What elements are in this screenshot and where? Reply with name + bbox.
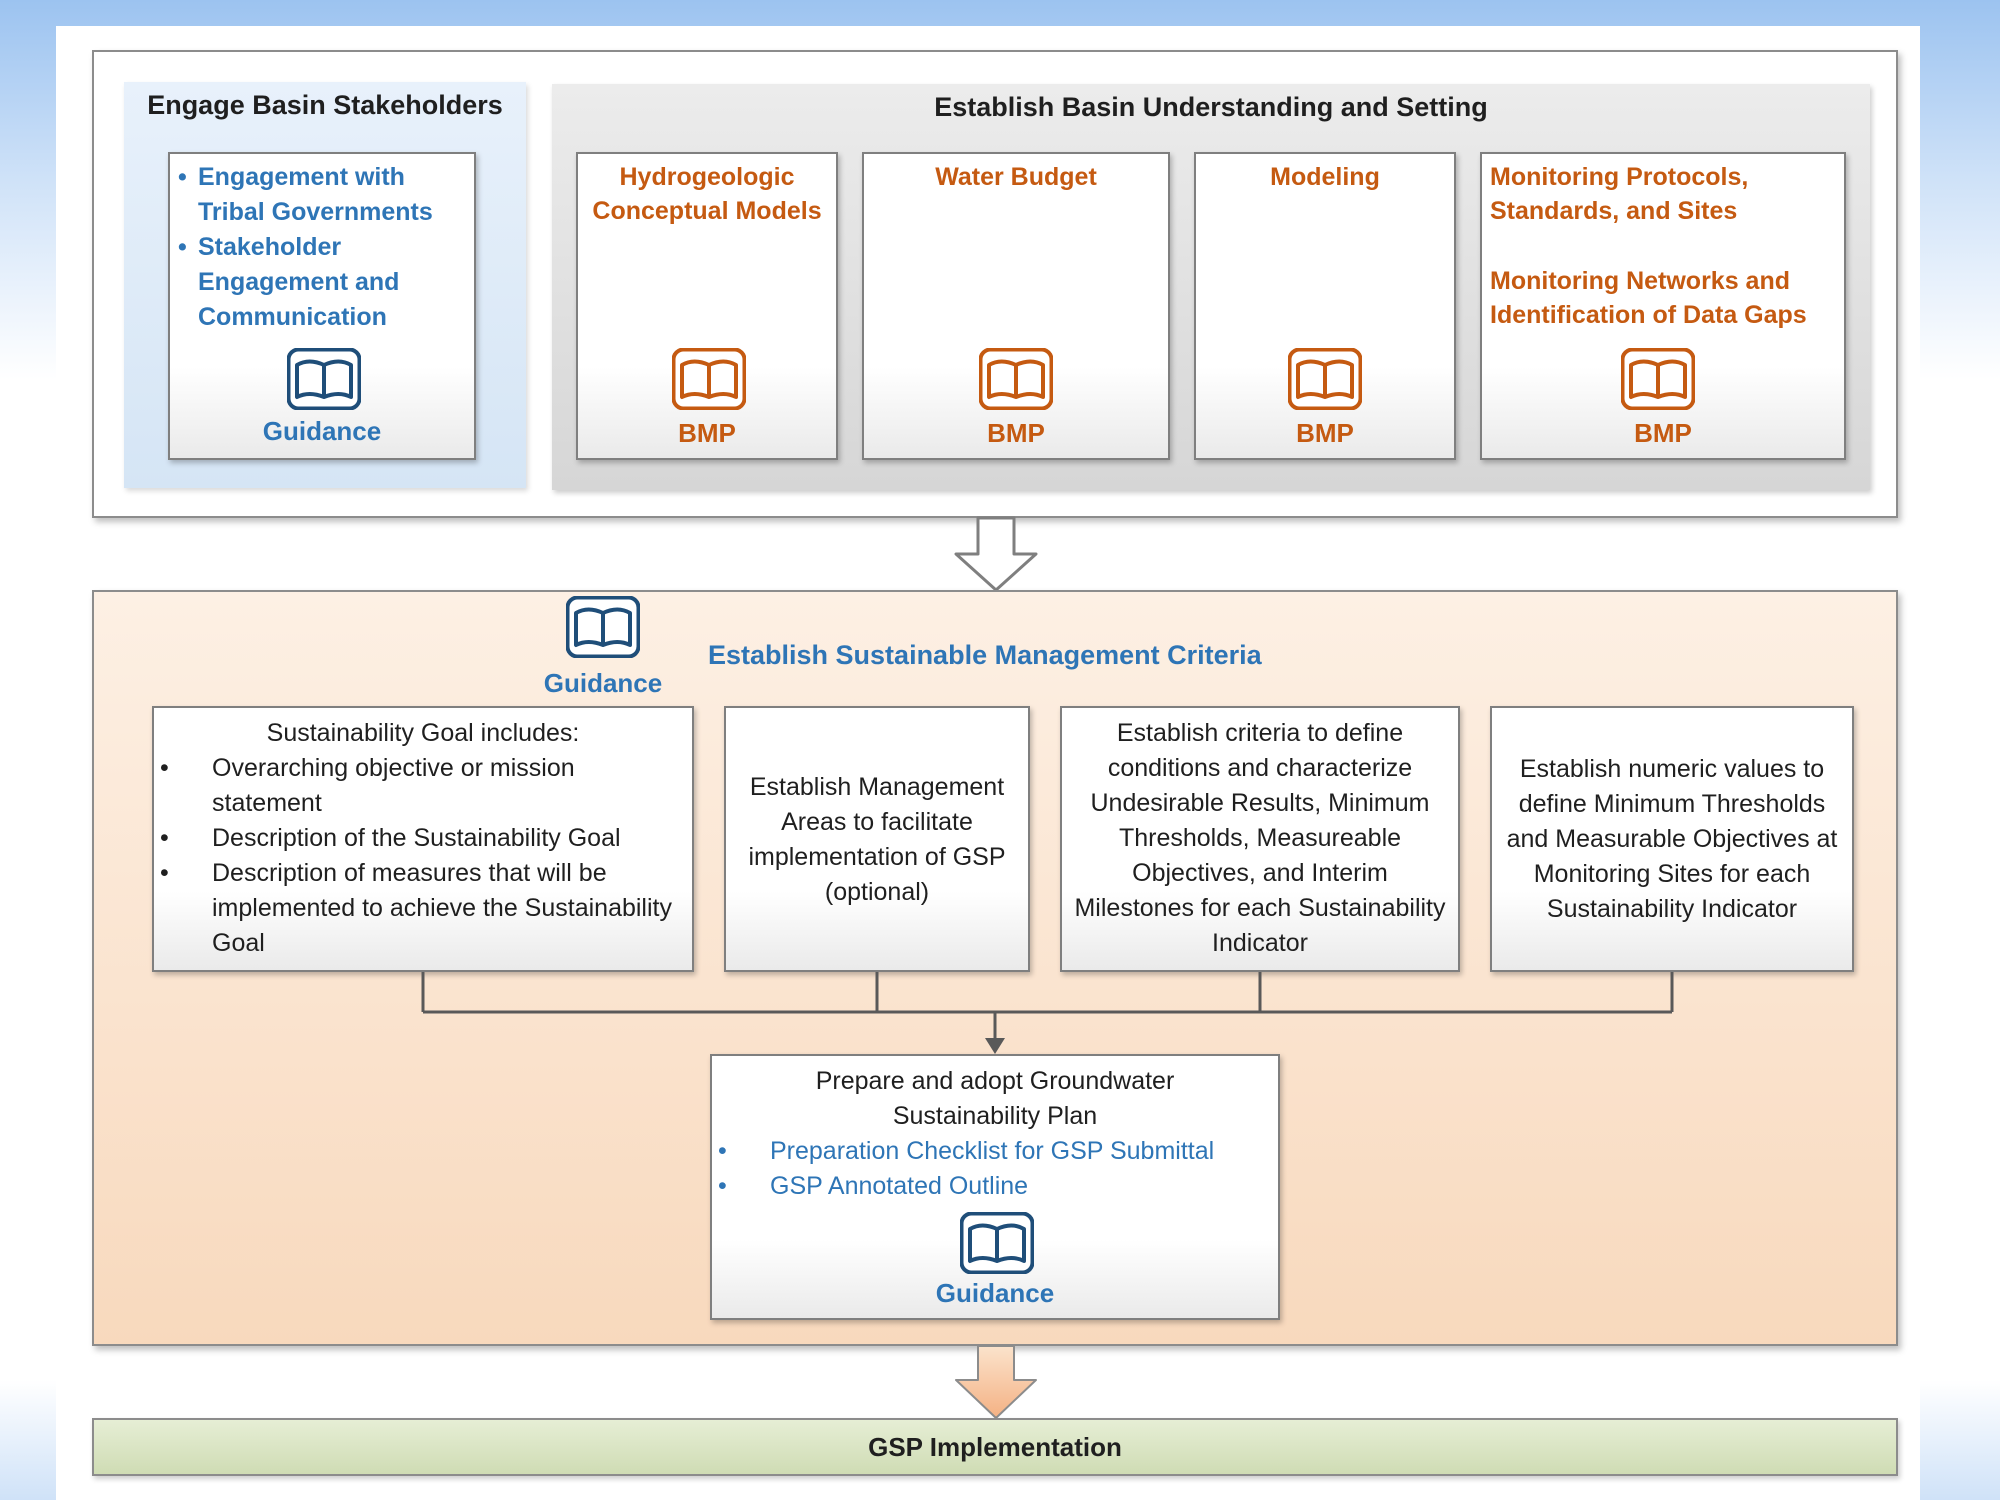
modeling-card: Modeling BMP (1194, 152, 1456, 460)
hcm-title[interactable]: Hydrogeologic Conceptual Models (592, 163, 822, 225)
book-icon (672, 348, 746, 410)
hcm-card: Hydrogeologic Conceptual Models BMP (576, 152, 838, 460)
stakeholders-title: Engage Basin Stakeholders (147, 90, 503, 120)
monitoring-protocols-title[interactable]: Monitoring Protocols, Standards, and Sit… (1490, 163, 1749, 225)
stakeholder-item-engagement[interactable]: Stakeholder Engagement and Communication (176, 230, 472, 335)
bmp-label[interactable]: BMP (1296, 418, 1354, 448)
modeling-title[interactable]: Modeling (1270, 163, 1380, 191)
goal-bullet: Description of measures that will be imp… (154, 856, 684, 961)
gsp-plan-heading: Prepare and adopt Groundwater Sustainabi… (815, 1067, 1175, 1130)
guidance-label[interactable]: Guidance (935, 1278, 1055, 1308)
annotated-outline-link[interactable]: GSP Annotated Outline (712, 1169, 1272, 1204)
bmp-label[interactable]: BMP (1634, 418, 1692, 448)
numeric-values-text: Establish numeric values to define Minim… (1506, 755, 1838, 923)
sustainability-goal-heading: Sustainability Goal includes: (266, 719, 580, 747)
gsp-implementation-label: GSP Implementation (868, 1432, 1122, 1462)
gsp-implementation-bar: GSP Implementation (92, 1418, 1898, 1476)
monitoring-card: Monitoring Protocols, Standards, and Sit… (1480, 152, 1846, 460)
goal-bullet: Overarching objective or mission stateme… (154, 751, 684, 821)
basin-understanding-title: Establish Basin Understanding and Settin… (934, 92, 1488, 122)
flow-arrow-down (950, 516, 1042, 597)
book-icon (1621, 348, 1695, 410)
monitoring-networks-title[interactable]: Monitoring Networks and Identification o… (1490, 267, 1807, 329)
bmp-label[interactable]: BMP (678, 418, 736, 448)
book-icon (1288, 348, 1362, 410)
stakeholders-card: Engagement with Tribal Governments Stake… (168, 152, 476, 460)
guidance-label[interactable]: Guidance (543, 668, 663, 698)
management-areas-box: Establish Management Areas to facilitate… (724, 706, 1030, 972)
stakeholder-item-tribal[interactable]: Engagement with Tribal Governments (176, 160, 472, 230)
goal-bullet: Description of the Sustainability Goal (154, 821, 684, 856)
flow-arrow-down (952, 1344, 1040, 1425)
guidance-label[interactable]: Guidance (262, 416, 382, 446)
book-icon (287, 348, 361, 410)
water-budget-card: Water Budget BMP (862, 152, 1170, 460)
gsp-plan-box: Prepare and adopt Groundwater Sustainabi… (710, 1054, 1280, 1320)
bmp-label[interactable]: BMP (987, 418, 1045, 448)
criteria-text: Establish criteria to define conditions … (1074, 719, 1446, 957)
criteria-box: Establish criteria to define conditions … (1060, 706, 1460, 972)
book-icon (566, 596, 640, 658)
management-areas-text: Establish Management Areas to facilitate… (748, 773, 1006, 906)
numeric-values-box: Establish numeric values to define Minim… (1490, 706, 1854, 972)
book-icon (979, 348, 1053, 410)
checklist-link[interactable]: Preparation Checklist for GSP Submittal (712, 1134, 1272, 1169)
book-icon (960, 1212, 1034, 1274)
water-budget-title[interactable]: Water Budget (935, 163, 1097, 191)
sustainability-goal-box: Sustainability Goal includes: Overarchin… (152, 706, 694, 972)
smc-title: Establish Sustainable Management Criteri… (708, 640, 1262, 670)
